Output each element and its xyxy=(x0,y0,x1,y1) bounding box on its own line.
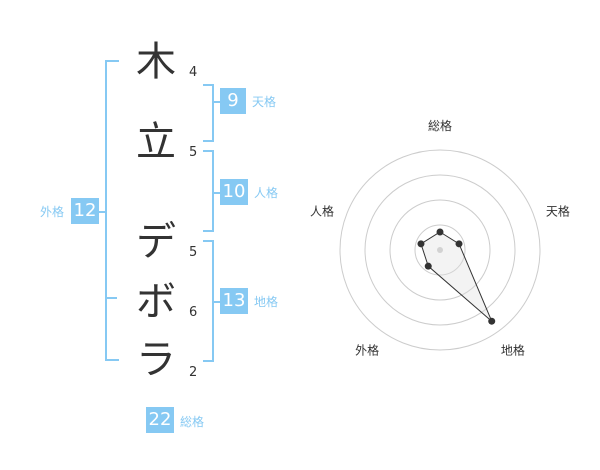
tenkaku-label: 天格 xyxy=(252,95,277,109)
radar-axis-label-3: 地格 xyxy=(501,342,525,357)
radar-point-5 xyxy=(417,240,425,248)
chikaku-value: 13 xyxy=(220,288,248,314)
radar-axis-label-4: 外格 xyxy=(355,342,379,357)
radar-axis-label-5: 人格 xyxy=(310,204,334,219)
name-char-2: 立 xyxy=(136,119,176,165)
radar-axis-label-2: 天格 xyxy=(546,204,570,219)
radar-ring-4 xyxy=(339,149,541,351)
radar-ring-2 xyxy=(389,199,491,301)
radar-center xyxy=(437,247,443,253)
name-char-4: ボ xyxy=(136,279,176,325)
radar-point-3 xyxy=(488,317,496,325)
radar-point-1 xyxy=(436,228,444,236)
radar-ring-1 xyxy=(414,224,466,276)
tenkaku-tick xyxy=(213,101,220,103)
stroke-count-2: 5 xyxy=(189,145,198,160)
stroke-count-4: 6 xyxy=(189,305,198,320)
radar-axis-label-1: 総格 xyxy=(428,118,452,133)
tenkaku-value: 9 xyxy=(220,88,246,114)
stroke-count-5: 2 xyxy=(189,365,198,380)
stroke-count-1: 4 xyxy=(189,65,198,80)
radar-ring-3 xyxy=(364,174,516,326)
jinkaku-value: 10 xyxy=(220,179,248,205)
gaikaku-bracket xyxy=(105,60,119,361)
gaikaku-value: 12 xyxy=(71,198,99,224)
gaikaku-bracket-mid xyxy=(105,297,117,299)
tenkaku-bracket xyxy=(203,84,214,142)
stroke-count-3: 5 xyxy=(189,245,198,260)
radar-point-4 xyxy=(424,262,432,270)
radar-polygon xyxy=(420,231,493,322)
name-char-3: デ xyxy=(136,219,176,265)
radar-point-2 xyxy=(455,240,463,248)
soukaku-value: 22 xyxy=(146,407,174,433)
jinkaku-bracket xyxy=(203,150,214,232)
gaikaku-bracket-tick xyxy=(97,211,105,213)
jinkaku-label: 人格 xyxy=(254,186,279,200)
name-char-1: 木 xyxy=(136,39,176,85)
jinkaku-tick xyxy=(213,192,220,194)
name-char-5: ラ xyxy=(136,337,176,383)
gaikaku-label: 外格 xyxy=(40,205,65,219)
soukaku-label: 総格 xyxy=(180,415,205,429)
chikaku-label: 地格 xyxy=(254,295,279,309)
chikaku-tick xyxy=(213,301,220,303)
